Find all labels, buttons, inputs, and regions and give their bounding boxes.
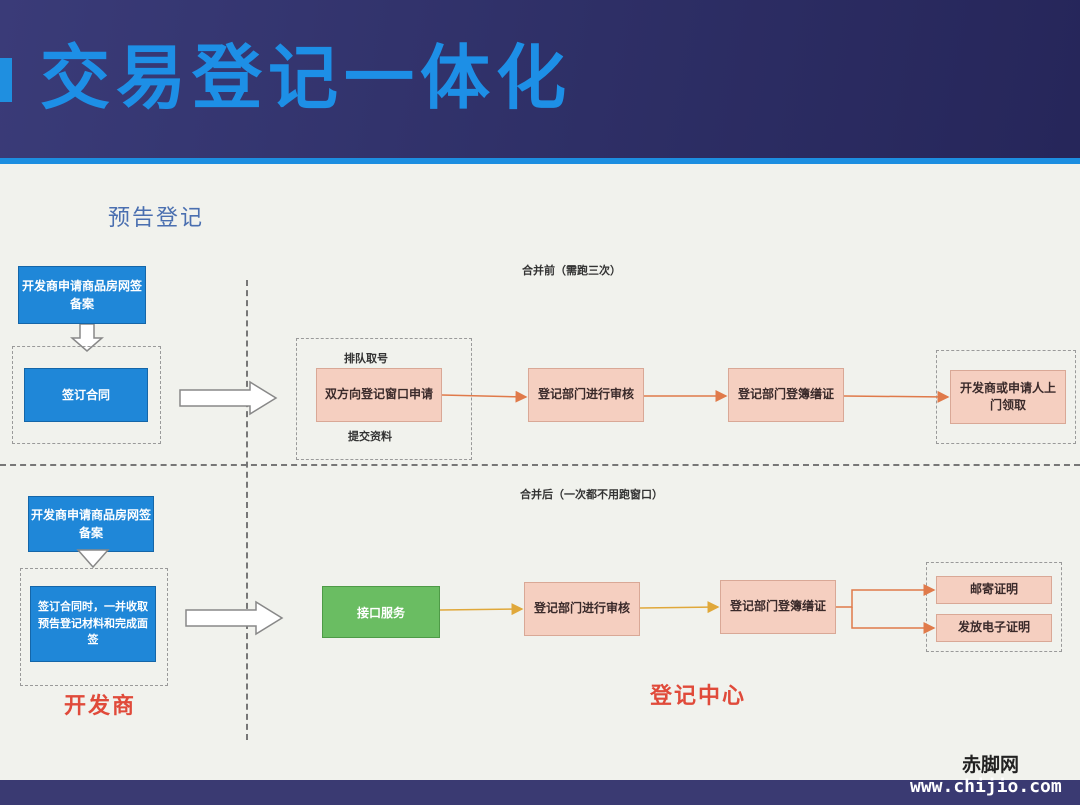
developer-label: 开发商 (64, 694, 137, 719)
sign-contract-box-bottom: 签订合同时，一并收取预告登记材料和完成面签 (30, 586, 156, 662)
watermark-site: 赤脚网 (962, 754, 1020, 776)
step-review-after: 登记部门进行审核 (524, 582, 640, 636)
header-accent-bar (0, 58, 12, 102)
step-review-before: 登记部门进行审核 (528, 368, 644, 422)
right-arrow-icon (185, 600, 284, 636)
developer-apply-box-top: 开发商申请商品房网签备案 (18, 266, 146, 324)
watermark-url: www.chijio.com (910, 776, 1062, 797)
diagram-board (0, 158, 1080, 780)
queue-label: 排队取号 (344, 352, 388, 365)
before-merge-label: 合并前（需跑三次） (522, 264, 621, 277)
header-banner: 交易登记一体化 (0, 0, 1080, 160)
section-title: 预告登记 (108, 206, 205, 231)
sign-contract-group-top (12, 346, 161, 444)
output-electronic: 发放电子证明 (936, 614, 1052, 642)
page-title: 交易登记一体化 (40, 37, 572, 119)
interface-service-box: 接口服务 (322, 586, 440, 638)
step-window-apply: 双方向登记窗口申请 (316, 368, 442, 422)
sign-contract-group-bottom (20, 568, 168, 686)
bottom-strip (0, 780, 1080, 805)
step-pickup: 开发商或申请人上门领取 (950, 370, 1066, 424)
sign-contract-box-top: 签订合同 (24, 368, 148, 422)
horizontal-divider (0, 464, 1080, 466)
vertical-divider (246, 280, 248, 740)
submit-label: 提交资料 (348, 430, 392, 443)
output-mail: 邮寄证明 (936, 576, 1052, 604)
step-register-after: 登记部门登簿缮证 (720, 580, 836, 634)
down-arrow-icon (70, 324, 104, 352)
down-arrow-icon (76, 549, 110, 568)
after-merge-label: 合并后（一次都不用跑窗口） (520, 488, 663, 501)
step-register-before: 登记部门登簿缮证 (728, 368, 844, 422)
developer-apply-box-bottom: 开发商申请商品房网签备案 (28, 496, 154, 552)
right-arrow-icon (179, 380, 278, 416)
center-label: 登记中心 (650, 684, 747, 709)
window-apply-group (296, 338, 472, 460)
